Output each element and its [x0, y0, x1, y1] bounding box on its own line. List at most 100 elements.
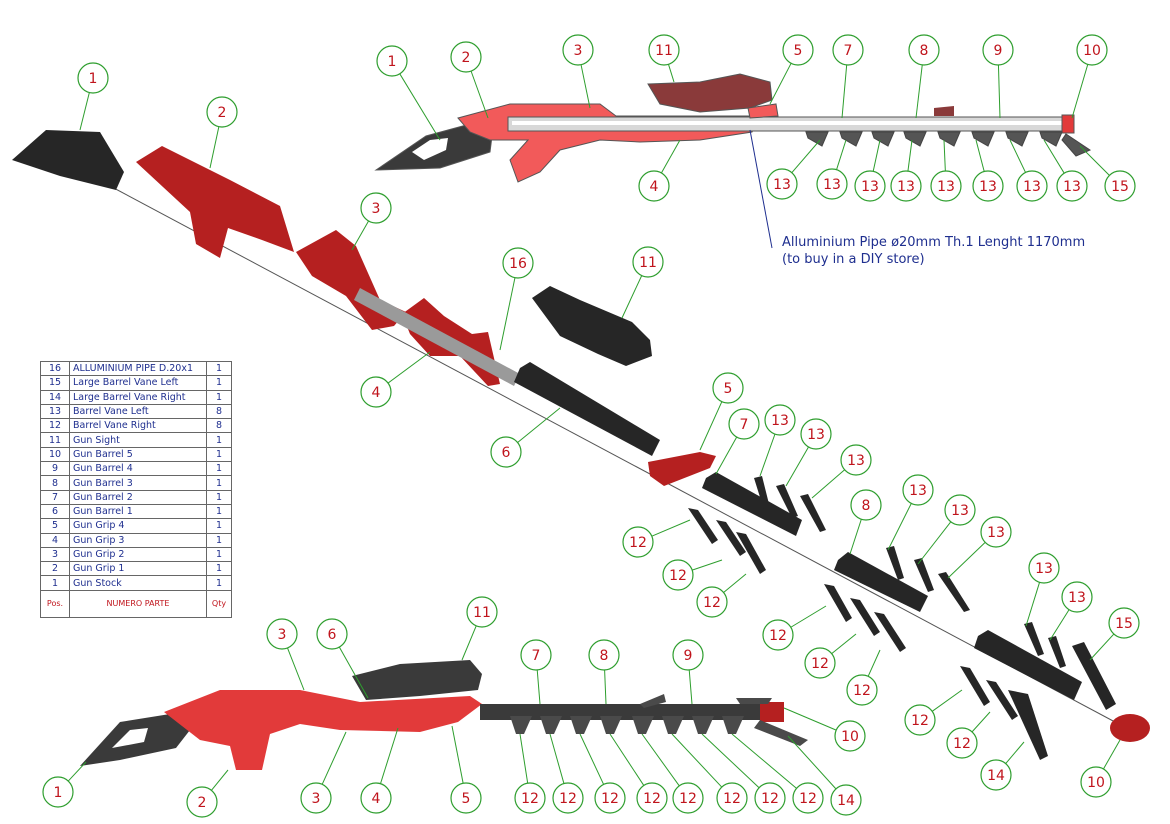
balloon-number: 7	[844, 43, 853, 59]
balloon-circle	[186, 786, 218, 818]
balloon-leader	[787, 735, 837, 790]
balloon-number: 2	[198, 795, 207, 811]
balloon-number: 4	[650, 179, 659, 195]
balloon-circle	[982, 34, 1014, 66]
balloon-callout: 1	[376, 45, 408, 77]
balloon-leader	[667, 64, 675, 83]
balloon-leader	[671, 733, 723, 788]
balloon-circle	[562, 34, 594, 66]
balloon-circle	[514, 782, 546, 814]
balloon-callout: 15	[1104, 170, 1136, 202]
bom-pos: 11	[40, 432, 70, 448]
bom-name: Barrel Vane Right	[69, 418, 207, 434]
balloon-number: 1	[388, 54, 397, 70]
balloon-number: 12	[521, 791, 539, 807]
balloon-circle	[946, 727, 978, 759]
balloon-callout: 1	[77, 62, 109, 94]
balloon-leader	[580, 64, 591, 109]
bom-qty: 1	[206, 475, 232, 491]
balloon-leader	[688, 669, 693, 705]
balloon-circle	[360, 376, 392, 408]
balloon-leader	[641, 733, 680, 787]
balloon-number: 10	[1083, 43, 1101, 59]
balloon-leader	[1071, 64, 1089, 119]
balloon-leader	[351, 220, 369, 251]
balloon-leader	[831, 633, 857, 654]
balloon-circle	[890, 170, 922, 202]
barrel-end-cap	[1061, 114, 1075, 134]
balloon-callout: 9	[672, 639, 704, 671]
sight-assembled	[352, 660, 482, 700]
balloon-number: 13	[1023, 179, 1041, 195]
balloon-circle	[450, 782, 482, 814]
bom-pos: 4	[40, 532, 70, 548]
bom-qty: 1	[206, 461, 232, 477]
gun-barrel-3-part	[834, 552, 928, 612]
balloon-circle	[902, 474, 934, 506]
balloon-leader	[1005, 741, 1025, 764]
balloon-number: 15	[1115, 616, 1133, 632]
note-line-1: Alluminium Pipe ø20mm Th.1 Lenght 1170mm	[782, 235, 1085, 250]
bom-pos: 14	[40, 389, 70, 405]
balloon-callout: 11	[648, 34, 680, 66]
balloon-number: 8	[862, 498, 871, 514]
pipe-segment-1	[354, 288, 520, 386]
balloon-number: 12	[679, 791, 697, 807]
balloon-circle	[766, 168, 798, 200]
balloon-circle	[1016, 170, 1048, 202]
balloon-leader	[769, 63, 792, 105]
balloon-number: 3	[312, 791, 321, 807]
balloon-number: 11	[473, 605, 491, 621]
bom-qty: 1	[206, 575, 232, 591]
balloon-leader	[451, 725, 464, 784]
balloon-callout: 12	[622, 526, 654, 558]
balloon-callout: 13	[816, 168, 848, 200]
balloon-circle	[1108, 607, 1140, 639]
balloon-callout: 3	[266, 618, 298, 650]
balloon-callout: 12	[804, 647, 836, 679]
balloon-circle	[972, 170, 1004, 202]
balloon-circle	[588, 639, 620, 671]
balloon-callout: 10	[834, 720, 866, 752]
grip-clip	[747, 103, 779, 119]
balloon-leader	[67, 761, 87, 782]
balloon-leader	[1079, 145, 1110, 176]
balloon-number: 11	[639, 255, 657, 271]
balloon-number: 5	[794, 43, 803, 59]
balloon-leader	[931, 689, 963, 712]
balloon-callout: 12	[552, 782, 584, 814]
balloon-leader	[1049, 609, 1070, 641]
balloon-number: 5	[724, 381, 733, 397]
vane-row-bottom	[510, 694, 808, 746]
balloon-callout: 2	[186, 786, 218, 818]
gun-barrel-5-part	[1110, 714, 1150, 742]
bom-name: Barrel Vane Left	[69, 403, 207, 420]
balloon-circle	[632, 246, 664, 278]
balloon-callout: 4	[360, 782, 392, 814]
balloon-number: 12	[559, 791, 577, 807]
balloon-callout: 5	[782, 34, 814, 66]
balloon-number: 5	[462, 791, 471, 807]
note-line-2: (to buy in a DIY store)	[782, 252, 925, 267]
balloon-callout: 8	[908, 34, 940, 66]
balloon-circle	[450, 41, 482, 73]
balloon-number: 13	[1063, 179, 1081, 195]
balloon-number: 12	[811, 656, 829, 672]
balloon-number: 8	[600, 648, 609, 664]
balloon-circle	[754, 782, 786, 814]
bom-pos: 2	[40, 561, 70, 577]
bom-pos: 15	[40, 375, 70, 391]
balloon-callout: 13	[890, 170, 922, 202]
